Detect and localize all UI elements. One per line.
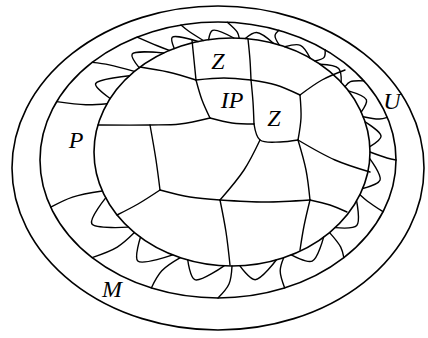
cell-wall [117,190,160,215]
cell-wall [220,200,310,202]
cell-wall [188,260,224,280]
cell-wall [300,200,310,250]
cell-wall [251,80,254,124]
cell-wall [251,80,300,95]
cell-wall [310,200,347,212]
core-outline [94,38,370,266]
cell-wall [300,70,345,95]
cell-wall [248,39,251,80]
cell-wall [160,190,220,200]
cell-wall [285,45,310,58]
cell-wall [210,118,254,124]
cell-wall [92,62,134,71]
cell-wall [240,260,276,280]
region-label: Z [267,106,280,130]
cell-wall [132,52,164,68]
cell-wall [298,95,301,140]
cell-wall [140,67,196,80]
cell-wall [57,102,107,105]
cell-wall [137,237,173,262]
cell-wall [370,152,396,160]
cell-wall [315,50,325,61]
cell-wall [218,266,232,298]
cell-wall [345,81,364,87]
cell-wall [96,76,130,99]
cell-wall [275,30,279,45]
region-label: Z [211,49,224,73]
cell-wall [137,37,169,50]
cell-wall [365,122,381,147]
inner-outline [40,22,396,298]
cell-wall [196,80,210,118]
region-label: P [69,128,84,152]
cell-wall [151,258,180,288]
cell-wall [360,195,383,212]
cell-wall [51,191,103,207]
cell-wall [335,201,358,228]
cell-wall [363,117,387,119]
cell-wall [98,118,210,125]
cell-wall [245,33,273,44]
cell-wall [172,37,198,49]
cell-wall [330,233,344,258]
cell-wall [150,125,160,190]
cell-wall [209,30,234,39]
cell-wall [348,91,366,112]
cell-wall [298,140,310,200]
region-label: IP [221,88,244,112]
region-label: U [383,89,400,113]
cell-wall [220,140,260,200]
cell-wall [220,200,230,265]
cell-wall [363,159,381,189]
cell-wall [298,140,370,172]
cell-wall [92,233,134,258]
cell-wall [280,258,284,288]
region-label: M [102,277,122,301]
cell-wall [291,237,323,261]
cell-wall [196,78,251,80]
cell-wall [192,40,196,80]
outer-outline [12,6,424,330]
